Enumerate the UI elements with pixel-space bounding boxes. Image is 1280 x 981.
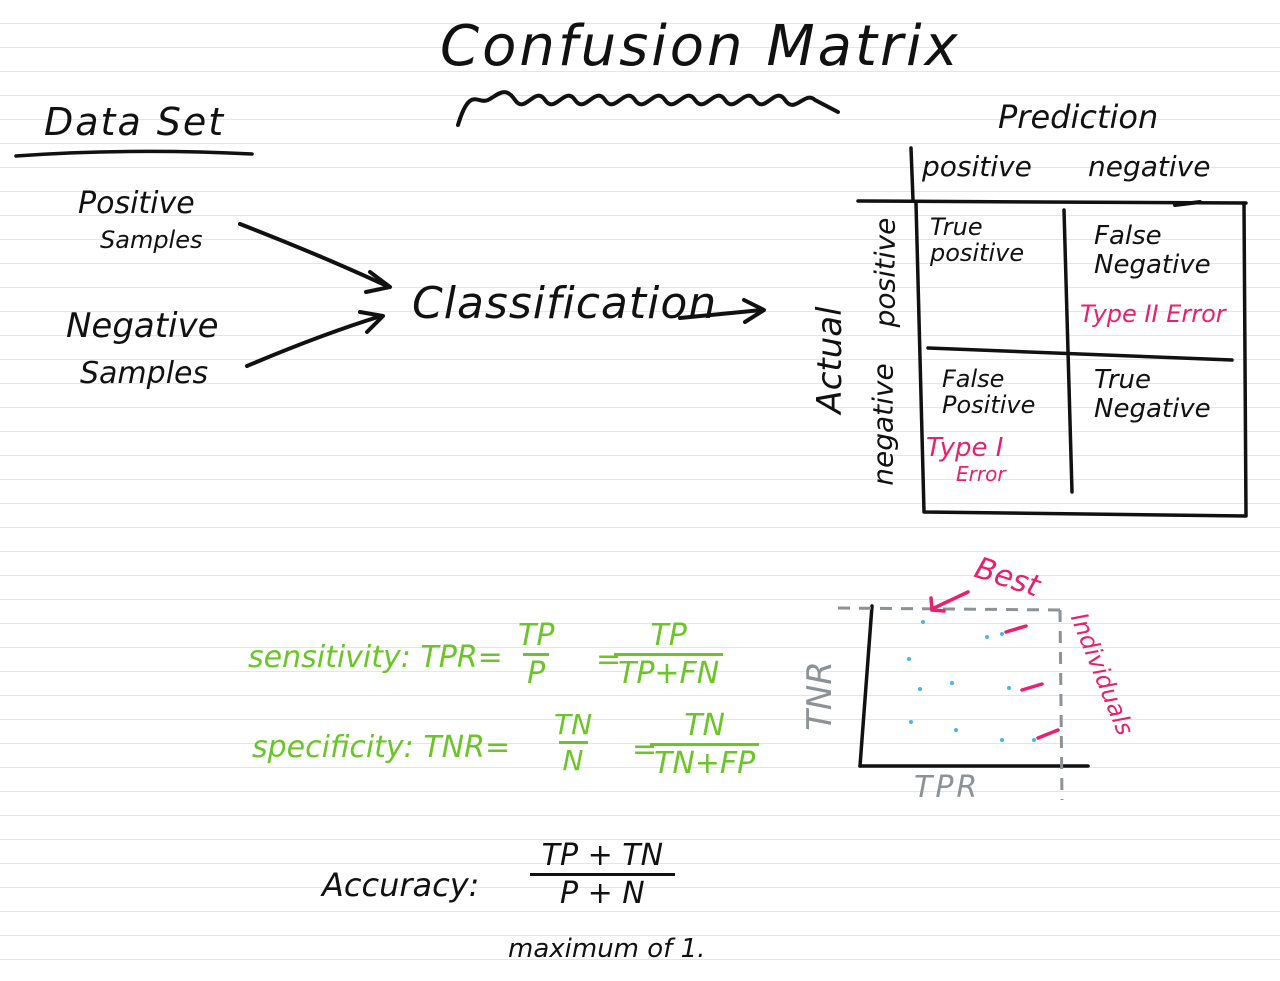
tp-line1: True	[930, 213, 983, 241]
individual-dot	[1032, 738, 1036, 742]
spec-den1: N	[558, 741, 588, 777]
tn-line1: True	[1094, 365, 1152, 395]
positive-samples-line2: Samples	[100, 226, 203, 254]
matrix-header-divider	[909, 146, 915, 202]
individual-dot	[921, 620, 925, 624]
sens-num2: TP	[650, 618, 687, 653]
matrix-outer-box	[914, 201, 1248, 518]
fp-line2: Positive	[942, 391, 1036, 420]
dataset-underline	[14, 149, 254, 158]
arrow-negative-to-classification	[245, 314, 383, 368]
actual-positive-header: positive	[868, 217, 902, 328]
classification-label: Classification	[412, 278, 718, 329]
spec-den2: TN+FP	[650, 743, 760, 781]
fp-line1: False	[942, 365, 1005, 393]
cell-false-negative: False Negative	[1094, 222, 1211, 279]
plot-best-tnr-line	[837, 606, 1061, 612]
actual-label: Actual	[810, 306, 850, 414]
dataset-heading: Data Set	[44, 100, 226, 144]
prediction-positive-header: positive	[922, 150, 1032, 183]
individual-dot	[918, 687, 922, 691]
accuracy-fraction: TP + TN P + N	[530, 838, 675, 911]
individual-dot	[1000, 632, 1004, 636]
sens-den2: TP+FN	[614, 653, 724, 691]
plot-y-axis	[858, 604, 874, 768]
individual-dot	[1000, 738, 1004, 742]
individual-dot	[907, 657, 911, 661]
fp-error-line1: Type I	[926, 433, 1004, 463]
sensitivity-fraction-2: TP TP+FN	[614, 618, 724, 691]
plot-y-label: TNR	[800, 661, 840, 731]
fn-line1: False	[1094, 221, 1162, 251]
actual-negative-header: negative	[866, 363, 900, 486]
spec-num2: TN	[684, 708, 726, 743]
prediction-negative-header: negative	[1088, 150, 1211, 183]
plot-x-label: TPR	[914, 770, 981, 805]
specificity-fraction-1: TN N	[550, 708, 596, 777]
sensitivity-fraction-1: TP P	[514, 618, 558, 691]
plot-best-tpr-line	[1058, 609, 1064, 801]
specificity-fraction-2: TN TN+FP	[650, 708, 760, 781]
individual-dot	[1007, 686, 1011, 690]
fn-type-ii-error: Type II Error	[1080, 300, 1226, 328]
arrow-positive-to-classification	[238, 222, 389, 288]
specificity-label: specificity: TNR=	[252, 730, 511, 765]
specificity-equals: =	[632, 732, 658, 767]
cell-true-negative: True Negative	[1094, 366, 1211, 423]
negative-samples-line2: Samples	[80, 356, 209, 391]
positive-samples-line1: Positive	[78, 186, 195, 221]
accuracy-denominator: P + N	[530, 873, 675, 911]
prediction-label: Prediction	[998, 98, 1159, 136]
sensitivity-label: sensitivity: TPR=	[248, 640, 503, 675]
cell-true-positive: True positive	[930, 214, 1024, 267]
sensitivity-equals: =	[596, 642, 622, 677]
sens-den1: P	[523, 653, 550, 691]
arrow-classification-to-matrix	[678, 308, 764, 320]
spec-num1: TN	[554, 708, 593, 741]
sens-num1: TP	[518, 618, 555, 653]
cell-false-positive: False Positive	[942, 366, 1035, 419]
fp-type-i-error: Type I Error	[926, 434, 1006, 485]
fp-error-line2: Error	[956, 461, 1006, 486]
tn-line2: Negative	[1094, 393, 1211, 424]
matrix-horizontal-divider	[926, 346, 1234, 362]
negative-samples-line1: Negative	[66, 306, 219, 346]
accuracy-label: Accuracy:	[322, 866, 480, 904]
individual-dot	[954, 728, 958, 732]
fn-line2: Negative	[1094, 249, 1211, 280]
matrix-vertical-divider	[1062, 208, 1074, 494]
page-title: Confusion Matrix	[440, 14, 961, 79]
individual-dot	[950, 681, 954, 685]
individual-dot	[985, 635, 989, 639]
accuracy-numerator: TP + TN	[541, 838, 664, 873]
tp-line2: positive	[930, 239, 1025, 268]
title-underline-squiggle	[456, 90, 840, 127]
individual-dot	[909, 720, 913, 724]
accuracy-note: maximum of 1.	[508, 934, 706, 964]
